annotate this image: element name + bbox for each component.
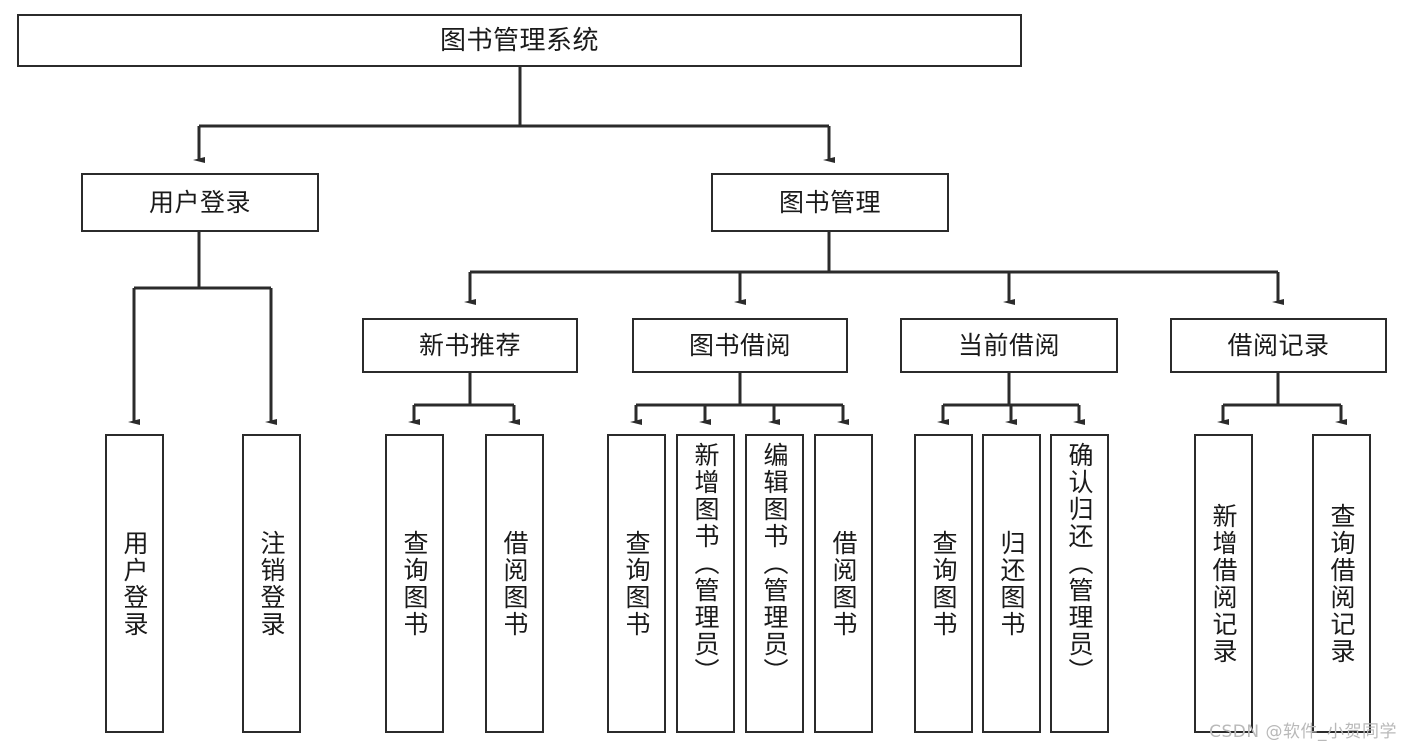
- leaf-query-book-3[interactable]: 查询图书: [914, 434, 973, 733]
- leaf-add-book[interactable]: 新增图书（管理员）: [676, 434, 735, 733]
- node-borrow-record[interactable]: 借阅记录: [1170, 318, 1387, 373]
- node-current-borrow-label: 当前借阅: [957, 331, 1060, 360]
- leaf-borrow-book-1[interactable]: 借阅图书: [485, 434, 544, 733]
- leaf-borrow-book-2[interactable]: 借阅图书: [814, 434, 873, 733]
- leaf-return-book-label: 归还图书: [997, 529, 1026, 638]
- leaf-query-book-1-label: 查询图书: [400, 529, 429, 638]
- leaf-query-record[interactable]: 查询借阅记录: [1312, 434, 1371, 733]
- node-book-management[interactable]: 图书管理: [711, 173, 949, 232]
- node-book-borrow-label: 图书借阅: [688, 331, 791, 360]
- leaf-query-book-3-label: 查询图书: [929, 529, 958, 638]
- leaf-user-login-label: 用户登录: [120, 529, 149, 638]
- leaf-edit-book[interactable]: 编辑图书（管理员）: [745, 434, 804, 733]
- leaf-user-login[interactable]: 用户登录: [105, 434, 164, 733]
- leaf-edit-book-label: 编辑图书（管理员）: [760, 442, 789, 685]
- leaf-confirm-return[interactable]: 确认归还（管理员）: [1050, 434, 1109, 733]
- leaf-add-record-label: 新增借阅记录: [1209, 502, 1238, 665]
- node-borrow-record-label: 借阅记录: [1227, 331, 1330, 360]
- leaf-add-record[interactable]: 新增借阅记录: [1194, 434, 1253, 733]
- node-user-login-label: 用户登录: [148, 188, 251, 217]
- node-current-borrow[interactable]: 当前借阅: [900, 318, 1118, 373]
- leaf-query-book-1[interactable]: 查询图书: [385, 434, 444, 733]
- leaf-borrow-book-1-label: 借阅图书: [500, 529, 529, 638]
- node-root-label: 图书管理系统: [439, 25, 599, 56]
- leaf-confirm-return-label: 确认归还（管理员）: [1065, 442, 1094, 685]
- leaf-logout-login-label: 注销登录: [257, 529, 286, 638]
- node-user-login[interactable]: 用户登录: [81, 173, 319, 232]
- node-book-management-label: 图书管理: [778, 188, 881, 217]
- leaf-return-book[interactable]: 归还图书: [982, 434, 1041, 733]
- leaf-borrow-book-2-label: 借阅图书: [829, 529, 858, 638]
- leaf-query-book-2-label: 查询图书: [622, 529, 651, 638]
- node-new-book-recommend-label: 新书推荐: [418, 331, 521, 360]
- node-root[interactable]: 图书管理系统: [17, 14, 1022, 67]
- leaf-query-record-label: 查询借阅记录: [1327, 502, 1356, 665]
- leaf-add-book-label: 新增图书（管理员）: [691, 442, 720, 685]
- node-new-book-recommend[interactable]: 新书推荐: [362, 318, 578, 373]
- leaf-logout-login[interactable]: 注销登录: [242, 434, 301, 733]
- node-book-borrow[interactable]: 图书借阅: [632, 318, 848, 373]
- leaf-query-book-2[interactable]: 查询图书: [607, 434, 666, 733]
